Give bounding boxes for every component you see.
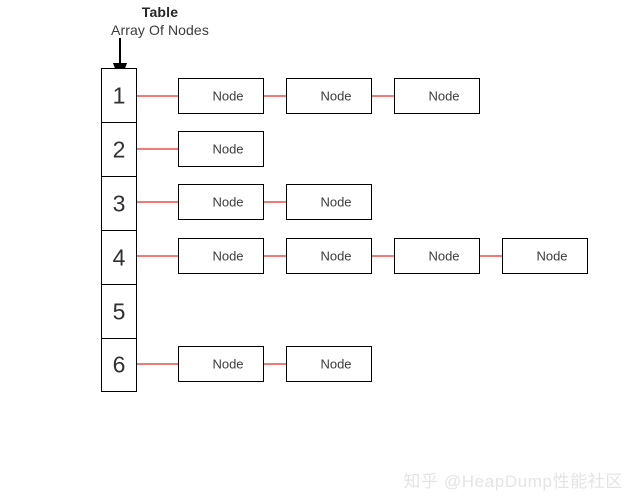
- node-box[interactable]: Node: [286, 78, 372, 114]
- node-box[interactable]: Node: [286, 238, 372, 274]
- node-box[interactable]: Node: [178, 238, 264, 274]
- arrow-line: [137, 148, 184, 151]
- node-box[interactable]: Node: [286, 184, 372, 220]
- node-label: Node: [212, 194, 244, 210]
- arrow-line: [264, 95, 292, 98]
- node-box[interactable]: Node: [502, 238, 588, 274]
- arrow-line: [264, 255, 292, 258]
- node-box[interactable]: Node: [178, 131, 264, 167]
- page-subtitle: Array Of Nodes: [111, 21, 209, 38]
- table-bucket-2[interactable]: 2: [101, 122, 137, 176]
- node-label: Node: [536, 248, 568, 264]
- node-label: Node: [212, 88, 244, 104]
- arrow-line: [137, 363, 184, 366]
- node-label: Node: [320, 194, 352, 210]
- node-label: Node: [428, 248, 460, 264]
- bucket-index-label: 6: [112, 351, 126, 378]
- arrow-line: [137, 255, 184, 258]
- arrow-line: [137, 95, 184, 98]
- arrow-line: [264, 201, 292, 204]
- node-box[interactable]: Node: [286, 346, 372, 382]
- node-box[interactable]: Node: [394, 78, 480, 114]
- node-label: Node: [428, 88, 460, 104]
- bucket-index-label: 3: [112, 190, 126, 216]
- table-array-of-nodes: 1 2 3 4 5 6: [101, 68, 137, 392]
- node-box[interactable]: Node: [394, 238, 480, 274]
- table-bucket-3[interactable]: 3: [101, 176, 137, 230]
- node-label: Node: [212, 356, 244, 372]
- node-label: Node: [320, 88, 352, 104]
- node-box[interactable]: Node: [178, 184, 264, 220]
- bucket-index-label: 2: [112, 136, 126, 162]
- node-label: Node: [212, 248, 244, 264]
- arrow-line: [372, 255, 400, 258]
- arrow-line: [480, 255, 508, 258]
- arrow-line: [372, 95, 400, 98]
- table-bucket-1[interactable]: 1: [101, 68, 137, 122]
- arrow-line: [137, 201, 184, 204]
- watermark: 知乎 @HeapDump性能社区: [403, 472, 623, 491]
- node-label: Node: [320, 248, 352, 264]
- table-bucket-6[interactable]: 6: [101, 338, 137, 392]
- arrow-line: [264, 363, 292, 366]
- page-title: Table: [141, 4, 179, 20]
- table-bucket-5[interactable]: 5: [101, 284, 137, 338]
- diagram-title-block: Table Array Of Nodes: [60, 4, 260, 39]
- table-bucket-4[interactable]: 4: [101, 230, 137, 284]
- bucket-index-label: 5: [112, 298, 126, 324]
- node-label: Node: [320, 356, 352, 372]
- node-box[interactable]: Node: [178, 346, 264, 382]
- node-box[interactable]: Node: [178, 78, 264, 114]
- bucket-index-label: 4: [112, 244, 126, 270]
- bucket-index-label: 1: [112, 82, 126, 108]
- node-label: Node: [212, 141, 244, 157]
